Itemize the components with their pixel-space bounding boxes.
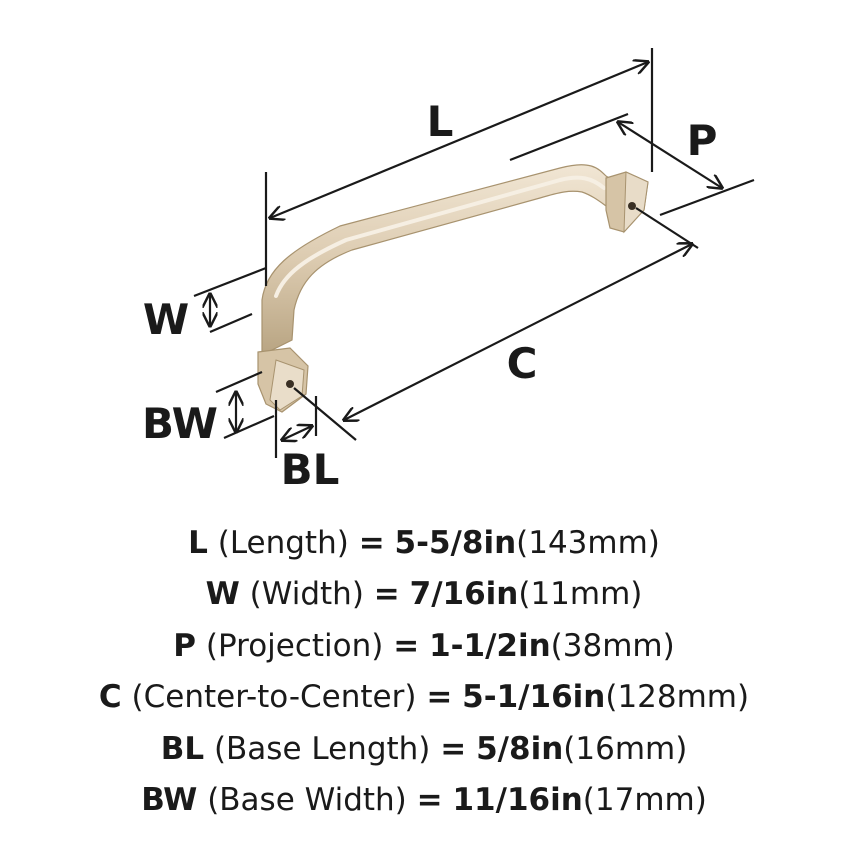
spec-code: P (173, 627, 197, 664)
spec-equals: = (416, 781, 443, 818)
label-l: L (427, 97, 454, 146)
p-dimension-arrow (618, 122, 722, 188)
spec-millimeters: (143mm) (516, 525, 660, 561)
spec-code: BL (160, 730, 205, 767)
handle-bar (261, 164, 623, 356)
w-extension-bottom (209, 312, 253, 334)
spec-description: (Length) (217, 525, 349, 561)
spec-description: (Base Width) (207, 781, 407, 818)
spec-description: (Center-to-Center) (131, 679, 417, 716)
spec-length: L (Length) = 5-5/8in(143mm) (0, 518, 848, 569)
spec-inches: 7/16in (409, 576, 519, 613)
c-extension-left (293, 387, 357, 441)
spec-description: (Width) (249, 576, 364, 613)
label-bw: BW (142, 399, 218, 448)
bw-extension-bottom (223, 414, 275, 440)
spec-code: C (98, 679, 122, 716)
spec-inches: 11/16in (452, 781, 583, 818)
label-p: P (687, 116, 718, 165)
spec-description: (Base Length) (213, 730, 431, 767)
spec-projection: P (Projection) = 1-1/2in(38mm) (0, 621, 848, 672)
dimension-lines (193, 48, 755, 458)
label-w: W (143, 295, 189, 344)
c-dimension-arrow (344, 244, 692, 420)
c-extension-right (635, 207, 699, 249)
spec-center-to-center: C (Center-to-Center) = 5-1/16in(128mm) (0, 672, 848, 723)
bw-extension-top (215, 370, 263, 394)
specifications-list: L (Length) = 5-5/8in(143mm) W (Width) = … (0, 518, 848, 826)
left-post-screw-hole (286, 380, 294, 388)
spec-base-width: BW (Base Width) = 11/16in(17mm) (0, 775, 848, 826)
spec-millimeters: (11mm) (518, 576, 643, 613)
spec-millimeters: (17mm) (582, 781, 707, 818)
spec-inches: 5-1/16in (462, 679, 606, 716)
p-extension-top (509, 112, 629, 162)
spec-equals: = (426, 679, 453, 716)
spec-equals: = (358, 525, 385, 561)
spec-equals: = (393, 627, 420, 664)
dimension-diagram: L P W C BW BL (142, 48, 755, 494)
bl-dimension-arrow (282, 426, 312, 440)
w-extension-top (193, 266, 267, 298)
spec-millimeters: (16mm) (563, 730, 688, 767)
p-extension-bottom (659, 178, 755, 217)
right-post-screw-hole (628, 202, 636, 210)
handle-image (257, 164, 649, 413)
spec-width: W (Width) = 7/16in(11mm) (0, 569, 848, 620)
spec-description: (Projection) (205, 627, 384, 664)
spec-equals: = (373, 576, 400, 613)
spec-inches: 5/8in (476, 730, 564, 767)
spec-base-length: BL (Base Length) = 5/8in(16mm) (0, 724, 848, 775)
spec-millimeters: (38mm) (550, 627, 675, 664)
spec-code: L (188, 525, 208, 561)
spec-equals: = (440, 730, 467, 767)
label-bl: BL (281, 445, 340, 494)
spec-inches: 5-5/8in (394, 525, 517, 561)
spec-millimeters: (128mm) (605, 679, 750, 716)
spec-inches: 1-1/2in (429, 627, 551, 664)
spec-code: BW (141, 781, 198, 818)
spec-code: W (205, 576, 240, 613)
l-dimension-arrow (270, 62, 648, 218)
label-c: C (507, 339, 538, 388)
